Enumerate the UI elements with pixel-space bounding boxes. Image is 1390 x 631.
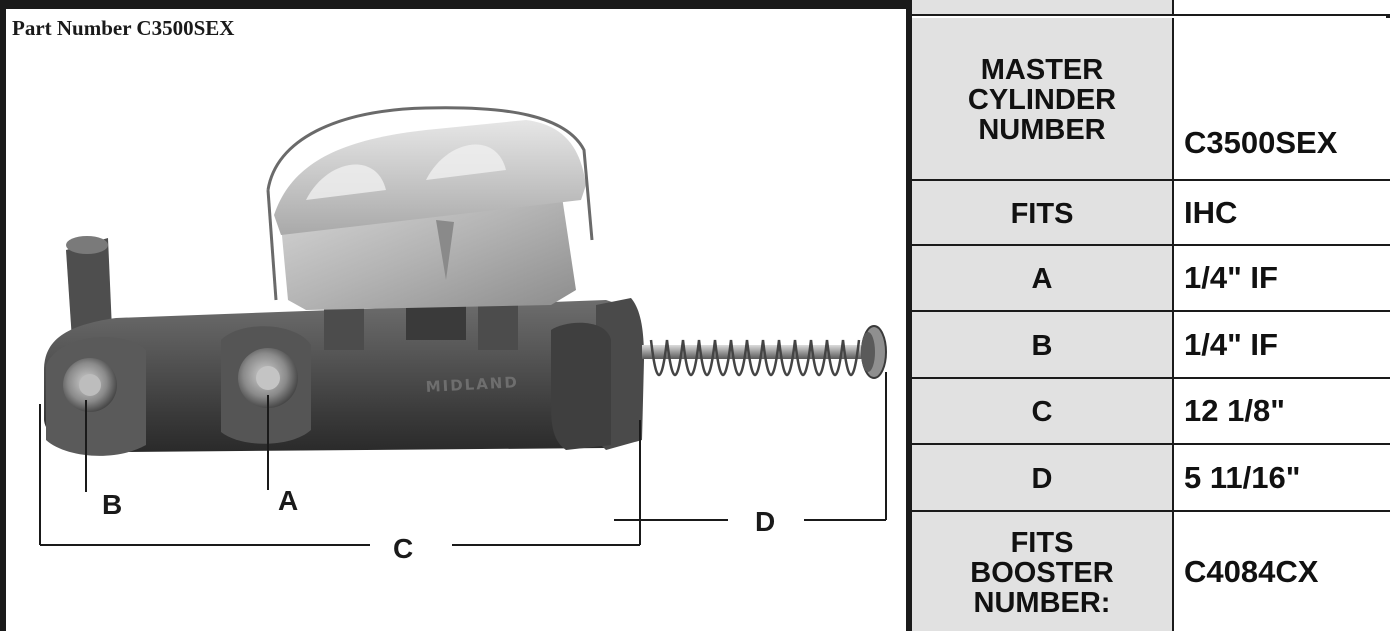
spec-value: 5 11/16" bbox=[1174, 445, 1390, 510]
master-cylinder-body: MIDLAND bbox=[44, 236, 644, 456]
dimension-lines bbox=[39, 372, 887, 546]
spec-label: C bbox=[912, 379, 1174, 443]
spec-table: MASTER CYLINDER NUMBER C3500SEX FITS IHC… bbox=[906, 0, 1390, 631]
port-b bbox=[63, 358, 117, 412]
spec-value: 12 1/8" bbox=[1174, 379, 1390, 443]
spec-row-d: D 5 11/16" bbox=[912, 445, 1390, 512]
spec-value: IHC bbox=[1174, 181, 1390, 244]
spec-table-top-strip bbox=[912, 0, 1390, 16]
spec-label: D bbox=[912, 445, 1174, 510]
master-cylinder-drawing: MIDLAND bbox=[39, 106, 887, 564]
frame-left-border bbox=[0, 0, 6, 631]
spec-row-c: C 12 1/8" bbox=[912, 379, 1390, 445]
port-a bbox=[238, 348, 298, 408]
part-number-title: Part Number C3500SEX bbox=[12, 16, 235, 40]
spec-value: C4084CX bbox=[1174, 512, 1390, 631]
spec-row-a: A 1/4" IF bbox=[912, 246, 1390, 312]
dimension-label-c: C bbox=[393, 533, 413, 564]
spec-label: MASTER CYLINDER NUMBER bbox=[912, 18, 1174, 179]
spec-row-fits: FITS IHC bbox=[912, 181, 1390, 246]
casting-mark-text: MIDLAND bbox=[425, 373, 519, 396]
reservoir bbox=[266, 106, 594, 310]
spec-label: FITS bbox=[912, 181, 1174, 244]
dimension-label-d: D bbox=[755, 506, 775, 537]
spec-row-master-cylinder-number: MASTER CYLINDER NUMBER C3500SEX bbox=[912, 18, 1390, 181]
spec-label: FITS BOOSTER NUMBER: bbox=[912, 512, 1174, 631]
spec-value: C3500SEX bbox=[1174, 18, 1390, 179]
dimension-label-a: A bbox=[278, 485, 298, 516]
pushrod-spring bbox=[642, 325, 887, 379]
spec-row-b: B 1/4" IF bbox=[912, 312, 1390, 379]
spec-value: 1/4" IF bbox=[1174, 246, 1390, 310]
spec-label: B bbox=[912, 312, 1174, 377]
frame-top-border bbox=[0, 0, 1390, 9]
dimension-label-b: B bbox=[102, 489, 122, 520]
spec-row-fits-booster-number: FITS BOOSTER NUMBER: C4084CX bbox=[912, 512, 1390, 631]
spec-label: A bbox=[912, 246, 1174, 310]
spec-value: 1/4" IF bbox=[1174, 312, 1390, 377]
